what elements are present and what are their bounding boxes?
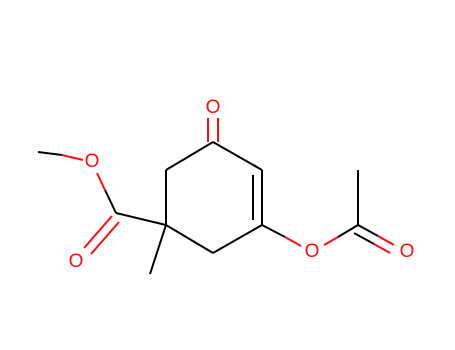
- bond-ester-c-o-single: [104, 189, 117, 214]
- bond-o-acetyl: [337, 224, 359, 238]
- atom-label-acetate-carbonyl-o: O: [400, 241, 415, 262]
- bond-c6-ester-c: [115, 212, 167, 226]
- bond-ester-o-methyl: [37, 151, 63, 156]
- atom-label-ketone-o: O: [206, 97, 221, 118]
- atom-label-ester-ether-o: O: [85, 151, 100, 172]
- bond-acetyl-c-o-double-a-red: [377, 235, 395, 246]
- bond-ester-c-o-single-red: [96, 172, 106, 191]
- bond-c4-o-red: [284, 236, 302, 247]
- bond-ring-c5-c6: [165, 224, 214, 254]
- bond-ester-c-o-double-b: [90, 221, 120, 255]
- atom-label-ester-carbonyl-o: O: [69, 251, 84, 272]
- bond-methyl: [149, 224, 167, 275]
- bond-o-acetyl-red: [323, 236, 339, 246]
- bond-ester-c-o-double-a: [83, 215, 113, 249]
- bond-ring-c2-c3: [212, 141, 263, 171]
- bond-ring-c1-c2: [165, 141, 214, 171]
- bond-c4-o: [261, 224, 286, 238]
- bond-acetyl-c-o-double-b-red: [373, 243, 391, 254]
- atom-label-acetate-ether-o: O: [305, 241, 320, 262]
- bond-acetyl-c-o-double-b: [353, 232, 375, 245]
- bond-ester-o-methyl-red: [61, 154, 84, 161]
- bond-ring-c4-c5: [212, 224, 263, 254]
- bond-acetyl-c-o-double-a: [357, 224, 379, 237]
